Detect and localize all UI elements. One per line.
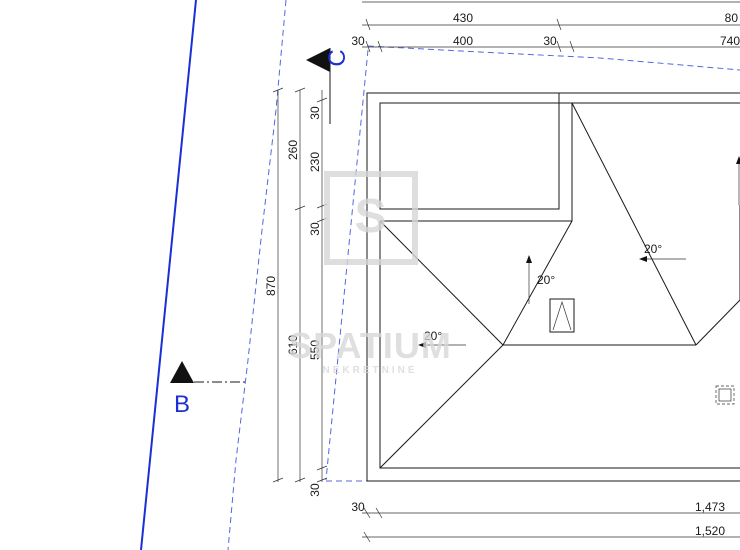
left-dimension-lines: [272, 87, 328, 483]
section-marker-b: B: [170, 361, 248, 418]
dim-top-400: 400: [453, 34, 473, 48]
dim-top-80: 80: [725, 11, 739, 25]
section-c-label: C: [324, 49, 351, 66]
building-outline: [366, 92, 740, 482]
slope-left-label: 20°: [424, 329, 442, 343]
watermark-name: SPATIUM: [288, 325, 452, 366]
slope-arrow-left: [418, 342, 466, 348]
dim-left-610: 610: [286, 335, 300, 355]
dim-left-30a: 30: [308, 106, 322, 120]
boundary-inner-dashed: [325, 49, 369, 481]
slope-right-label: 20°: [644, 242, 662, 256]
dim-left-30b: 30: [308, 222, 322, 236]
roof-planes: [379, 102, 740, 469]
section-b-label: B: [174, 391, 190, 418]
watermark-subtitle: NEKRETNINE: [322, 365, 417, 376]
dim-top-30a: 30: [351, 34, 365, 48]
watermark: S SPATIUM NEKRETNINE: [288, 171, 452, 376]
slope-arrow-center: [526, 255, 532, 304]
slope-arrow-far-right: [736, 156, 740, 205]
dim-left-30c: 30: [308, 483, 322, 497]
top-dimension-lines: [362, 1, 740, 53]
skylight: [549, 298, 575, 333]
dim-left-550: 550: [308, 340, 322, 360]
dim-top-740: 740: [720, 34, 740, 48]
watermark-logo-frame: [324, 171, 418, 265]
dim-left-260: 260: [286, 140, 300, 160]
dim-bottom-1473: 1,473: [695, 500, 725, 514]
vent-square: [715, 385, 735, 405]
section-marker-c: C: [306, 48, 351, 124]
section-line-b: [140, 0, 197, 550]
dim-top-30b: 30: [543, 34, 557, 48]
slope-arrow-right: [639, 256, 686, 262]
slope-center-label: 20°: [537, 273, 555, 287]
dim-bottom-30: 30: [351, 500, 365, 514]
bottom-dimension-lines: [362, 507, 740, 543]
boundary-left-dashed: [227, 0, 287, 550]
dim-left-870: 870: [264, 276, 278, 296]
watermark-logo-letter: S: [354, 190, 387, 243]
boundary-top-dashed: [367, 45, 740, 71]
dim-top-430: 430: [453, 11, 473, 25]
dim-bottom-1520: 1,520: [695, 524, 725, 538]
dim-left-230: 230: [308, 152, 322, 172]
